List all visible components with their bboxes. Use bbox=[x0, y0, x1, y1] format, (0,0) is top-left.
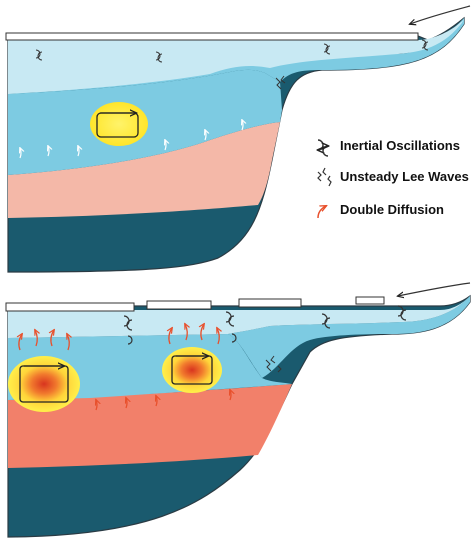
legend-label-inertial-oscillations: Inertial Oscillations bbox=[340, 138, 460, 153]
top-diffusion-arrows bbox=[20, 120, 243, 159]
bottom-shelf-upper-layer bbox=[228, 296, 470, 378]
bottom-inflow-arrow bbox=[398, 282, 471, 296]
bottom-ice-floes bbox=[5, 296, 385, 312]
top-lee-wave-icon bbox=[275, 75, 286, 90]
bottom-lee-wave-icon bbox=[265, 355, 282, 373]
top-inertial-icons bbox=[35, 39, 429, 63]
legend bbox=[317, 139, 332, 219]
legend-label-double-diffusion: Double Diffusion bbox=[340, 202, 444, 217]
bottom-warm-layer bbox=[8, 384, 292, 468]
bottom-inertial-icons bbox=[123, 305, 407, 345]
bottom-panel bbox=[5, 282, 471, 538]
legend-label-unsteady-lee-waves: Unsteady Lee Waves bbox=[340, 169, 469, 184]
top-warm-layer bbox=[8, 122, 280, 218]
double-diffusion-icon bbox=[317, 206, 326, 219]
top-surface-layer bbox=[8, 20, 464, 94]
bottom-surface-layer bbox=[8, 296, 470, 338]
inertial-oscillations-icon bbox=[318, 139, 328, 157]
bottom-eddy-left bbox=[8, 356, 80, 412]
bottom-eddy-right bbox=[162, 347, 222, 393]
bottom-double-diffusion-arrows bbox=[19, 324, 231, 411]
top-panel bbox=[5, 5, 471, 273]
top-inflow-arrow bbox=[410, 5, 471, 24]
top-eddy bbox=[90, 102, 148, 146]
unsteady-lee-waves-icon bbox=[317, 167, 332, 187]
top-ice-shelf bbox=[5, 32, 419, 41]
